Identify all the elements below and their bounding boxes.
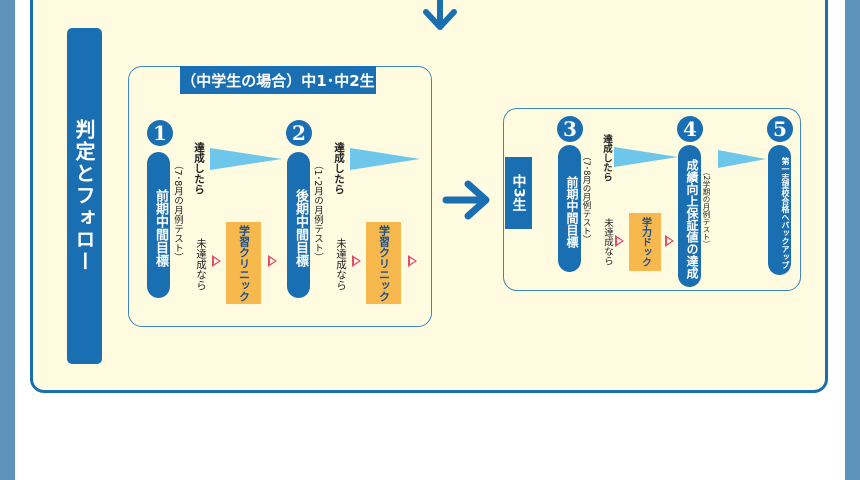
left-frame-border xyxy=(0,0,15,480)
step-5-goal: 第一志望校合格へバックアップ xyxy=(768,145,791,275)
grade12-title: （中学生の場合）中1･中2生 xyxy=(180,66,376,94)
step-2-not-achieved: 未達成なら xyxy=(335,238,347,291)
clinic-1: 学習クリニック xyxy=(226,222,261,304)
wedge-3-icon xyxy=(614,147,678,167)
arrow-right-icon xyxy=(442,180,490,220)
clinic-2: 学習クリニック xyxy=(366,222,401,304)
grade3-label: 中3生 xyxy=(505,157,532,229)
step-4-number: 4 xyxy=(677,116,703,142)
triangle-right-icon xyxy=(212,255,221,267)
step-2-achieved: 達成したら xyxy=(333,142,345,195)
right-frame-border xyxy=(845,0,860,480)
step-2-note: （1･2月の月例テスト） xyxy=(312,160,323,263)
wedge-2-icon xyxy=(350,148,420,170)
step-3-note: （7･8月の月例テスト） xyxy=(581,152,591,244)
triangle-right-icon xyxy=(408,255,417,267)
step-1-number: 1 xyxy=(147,120,173,146)
wedge-4-icon xyxy=(718,150,766,168)
step-2-goal: 後期中間目標 xyxy=(287,152,310,298)
step-3-achieved: 達成したら xyxy=(601,134,612,182)
step-3-goal: 前期中間目標 xyxy=(558,145,581,272)
arrow-down-icon xyxy=(423,0,457,30)
step-1-note: （7･8月の月例テスト） xyxy=(172,160,183,263)
step-1-goal: 前期中間目標 xyxy=(147,152,170,298)
step-3-number: 3 xyxy=(557,116,583,142)
step-4-goal: 成績向上保証値の達成 xyxy=(678,145,701,287)
judgment-follow-label: 判定とフォロー xyxy=(67,28,102,364)
step-2-number: 2 xyxy=(286,120,312,146)
triangle-right-icon xyxy=(268,255,277,267)
step-5-number: 5 xyxy=(767,116,793,142)
step-1-not-achieved: 未達成なら xyxy=(195,238,207,291)
triangle-right-icon xyxy=(352,255,361,267)
triangle-right-icon xyxy=(615,235,624,247)
step-4-note: （2学期の月例テスト） xyxy=(702,168,711,248)
triangle-right-icon xyxy=(665,235,674,247)
wedge-1-icon xyxy=(210,148,282,170)
step-1-achieved: 達成したら xyxy=(193,142,205,195)
dock-box: 学力ドック xyxy=(629,213,661,271)
step-3-not-achieved: 未達成なら xyxy=(602,218,613,266)
